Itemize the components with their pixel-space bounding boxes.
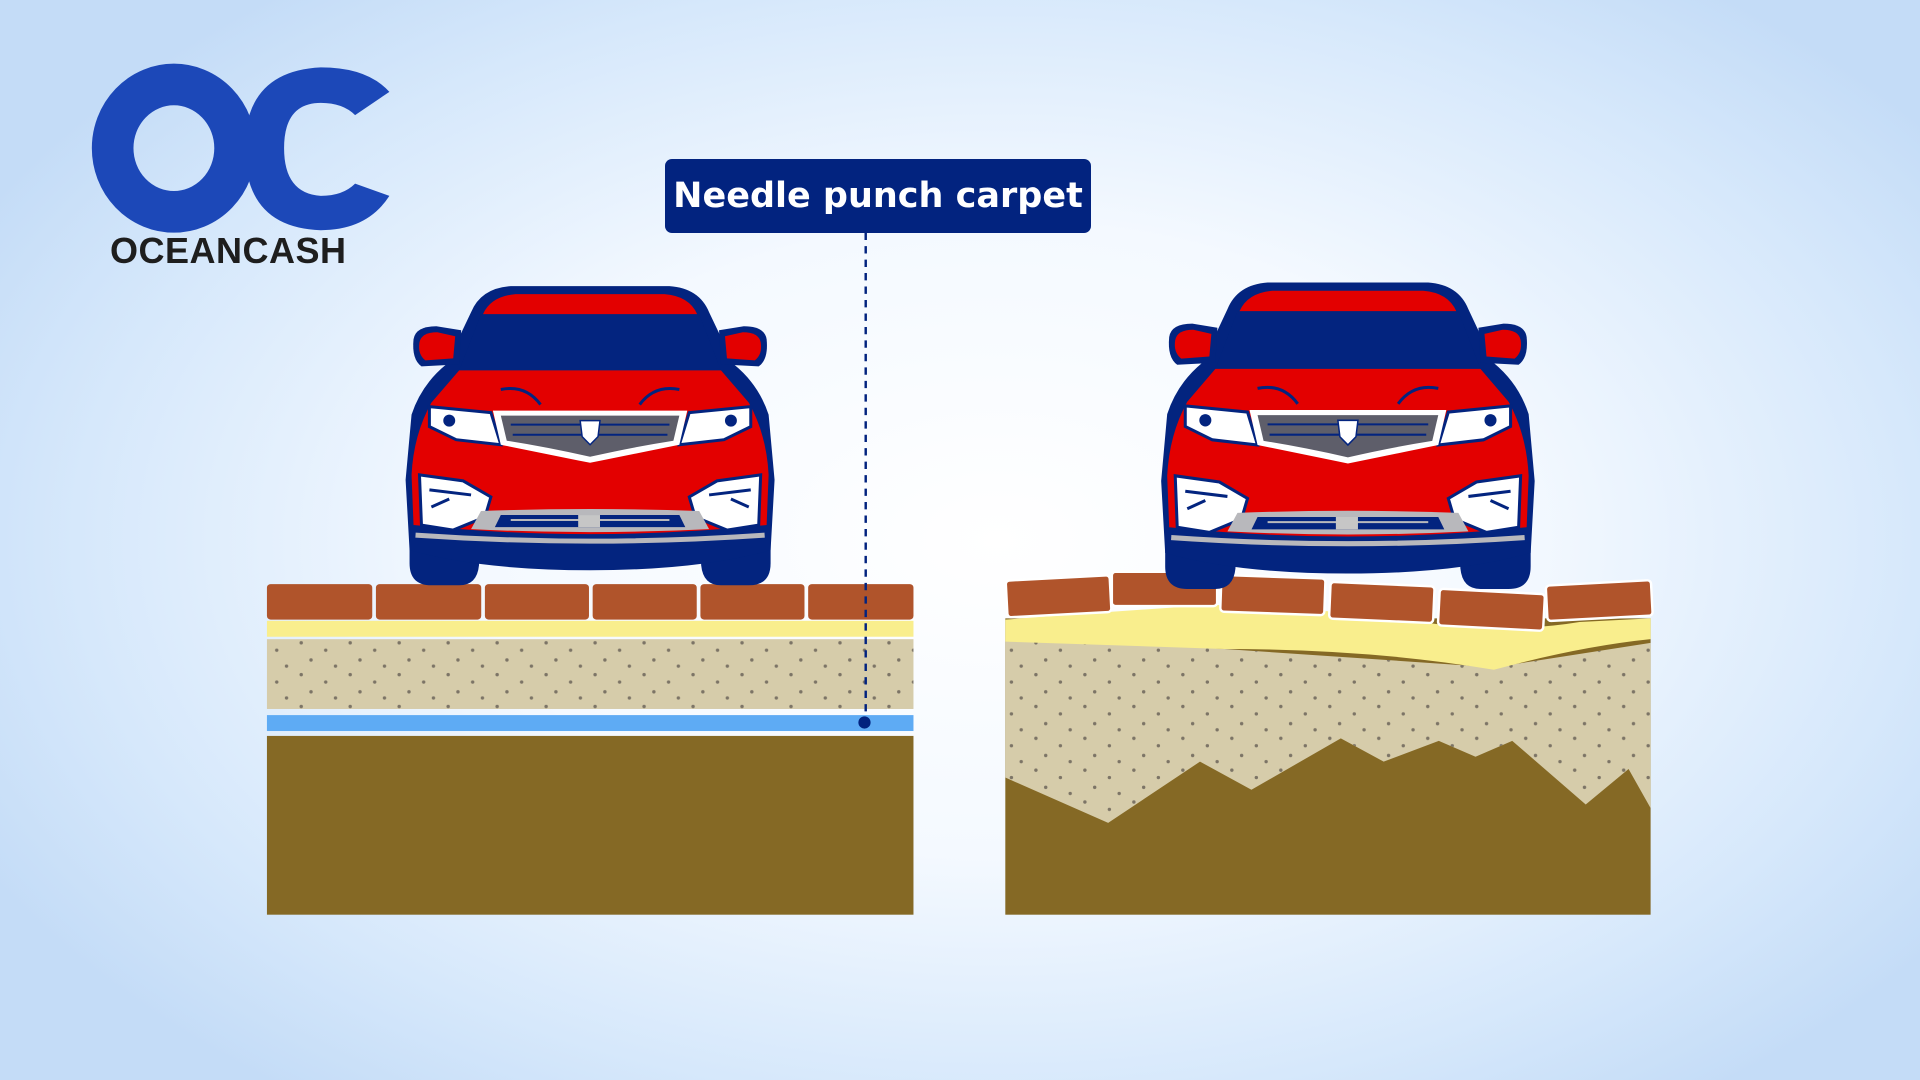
oceancash-logo-mark — [91, 63, 390, 233]
paver-row — [266, 584, 914, 620]
needle-punch-carpet-label: Needle punch carpet — [665, 159, 1091, 233]
uneven-paver-row — [1004, 570, 1654, 632]
diagram-with-carpet — [266, 286, 914, 915]
subgrade-soil-layer — [266, 735, 914, 915]
oceancash-logo-text: OCEANCASH — [110, 230, 347, 271]
callout-dot — [858, 716, 871, 729]
needle-punch-carpet-layer — [266, 715, 914, 732]
bedding-sand-layer — [266, 620, 914, 637]
car-right — [1161, 282, 1535, 589]
diagram-without-carpet — [1004, 282, 1654, 915]
bedding-sand-layer — [1005, 604, 1651, 670]
car-left — [406, 286, 775, 585]
